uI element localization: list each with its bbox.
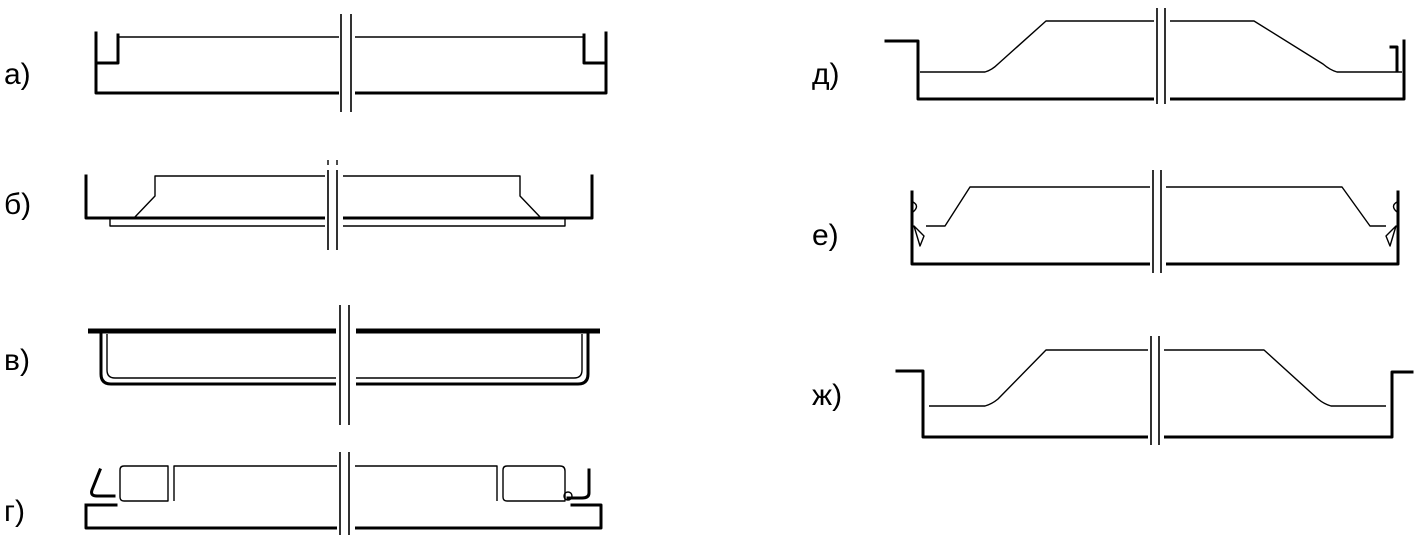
profile-b: б) <box>4 160 594 255</box>
profile-zh: ж) <box>812 332 1414 450</box>
profile-a: а) <box>4 10 608 120</box>
label-zh: ж) <box>812 379 842 412</box>
profile-g: г) <box>4 450 603 540</box>
profile-d: д) <box>812 5 1406 109</box>
label-a: а) <box>4 58 31 91</box>
label-g: г) <box>4 495 25 528</box>
label-v: в) <box>4 344 30 377</box>
label-e: е) <box>812 219 839 252</box>
label-d: д) <box>812 58 840 91</box>
label-b: б) <box>4 188 31 221</box>
profile-e: е) <box>812 168 1400 276</box>
profile-v: в) <box>4 302 600 430</box>
